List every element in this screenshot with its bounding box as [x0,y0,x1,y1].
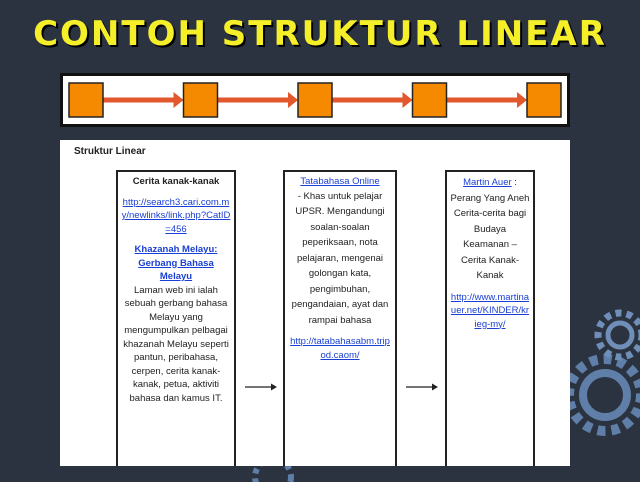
node-connector-arrowhead [288,92,298,108]
website-box-2: Tatabahasa Online - Khas untuk pelajar U… [283,170,397,466]
box2-description: - Khas untuk pelajar UPSR. Mengandungi s… [291,190,389,326]
website-box-3: Martin Auer : Perang Yang Aneh Cerita-ce… [445,170,535,466]
node-connector-arrowhead [402,92,413,108]
box1-link-url[interactable]: http://search3.cari.com.my/newlinks/link… [121,196,231,235]
linear-diagram-svg [68,82,562,118]
box2-link-url[interactable]: http://tatabahasabm.tripod.caom/ [290,336,390,361]
gear-decoration-small [594,309,640,361]
linear-node [68,82,104,118]
box3-link-url[interactable]: http://www.martinauer.net/KINDER/krieg-m… [450,291,530,330]
website-box-1: Cerita kanak-kanak http://search3.cari.c… [116,170,236,466]
node-connector-arrow [103,97,174,103]
linear-node [526,82,562,118]
box1-description: Laman web ini ialah sebuah gerbang bahas… [123,284,229,404]
arrow-right-icon [245,383,277,391]
node-connector-arrow [217,97,288,103]
box3-author-link[interactable]: Martin Auer [463,177,512,188]
box1-title: Cerita kanak-kanak [132,176,220,187]
node-connector-arrow [446,97,517,103]
arrow-right-icon [406,383,438,391]
node-connector-arrow [332,97,403,103]
box3-description: : Perang Yang Aneh Cerita-cerita bagi Bu… [450,177,530,281]
node-connector-arrowhead [517,92,527,108]
slide-title: CONTOH STRUKTUR LINEAR [33,14,607,54]
linear-node [297,82,333,118]
panel-heading: Struktur Linear [74,146,146,157]
box3-header: Martin Auer : Perang Yang Aneh Cerita-ce… [450,175,530,284]
linear-node [182,82,219,118]
linear-node [411,82,448,118]
box1-link-khazanah[interactable]: Khazanah Melayu: Gerbang Bahasa Melayu [134,244,218,282]
linear-diagram [60,73,570,127]
node-connector-arrowhead [173,92,184,108]
content-panel: Struktur Linear Cerita kanak-kanak http:… [60,140,570,466]
box2-title-link[interactable]: Tatabahasa Online [300,176,380,187]
